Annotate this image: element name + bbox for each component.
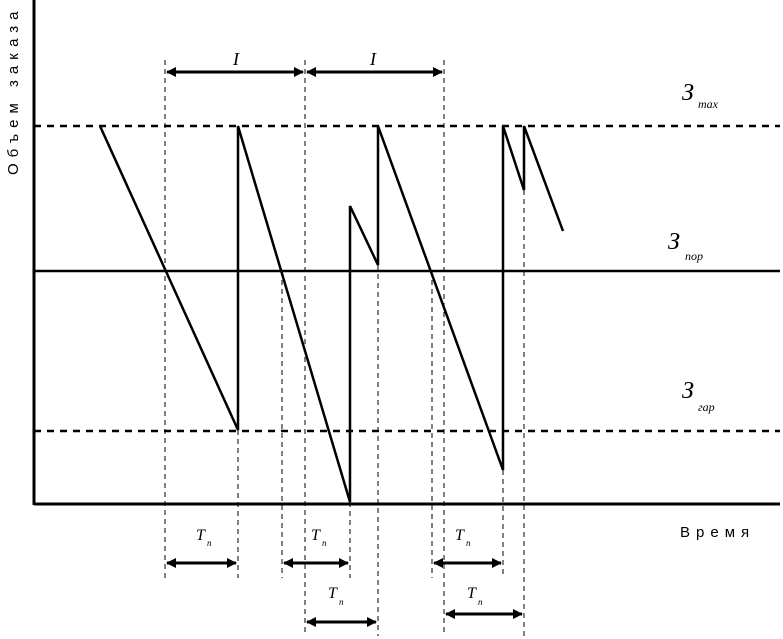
svg-text:T: T — [467, 585, 477, 602]
interval-Tp-3: T п — [433, 527, 502, 568]
svg-text:З: З — [682, 80, 694, 106]
svg-text:I: I — [369, 49, 377, 69]
svg-text:T: T — [311, 527, 321, 544]
svg-text:T: T — [455, 527, 465, 544]
interval-Tp-4: T п — [306, 585, 377, 627]
svg-text:max: max — [698, 97, 719, 111]
guaranteed-level-label: З гар — [682, 378, 715, 414]
svg-text:гар: гар — [698, 400, 715, 414]
svg-text:п: п — [478, 597, 483, 607]
interval-Tp-2: T п — [283, 527, 349, 568]
svg-text:п: п — [466, 538, 471, 548]
svg-text:п: п — [207, 538, 212, 548]
svg-text:I: I — [232, 49, 240, 69]
interval-I-2: I — [306, 49, 443, 77]
y-axis-label: Объем заказа — [5, 6, 22, 175]
stock-level-curve — [98, 125, 565, 503]
svg-text:З: З — [682, 378, 694, 404]
guide-lines — [164, 60, 525, 636]
svg-text:пор: пор — [685, 249, 703, 263]
svg-text:T: T — [328, 585, 338, 602]
interval-I-1: I — [166, 49, 304, 77]
svg-text:З: З — [668, 229, 680, 255]
x-axis-label: Время — [680, 524, 755, 541]
threshold-level-label: З пор — [668, 229, 703, 263]
max-level-label: З max — [682, 80, 719, 111]
svg-text:T: T — [196, 527, 206, 544]
interval-Tp-5: T п — [445, 585, 523, 619]
svg-text:п: п — [339, 597, 344, 607]
svg-text:п: п — [322, 538, 327, 548]
interval-Tp-1: T п — [166, 527, 237, 568]
